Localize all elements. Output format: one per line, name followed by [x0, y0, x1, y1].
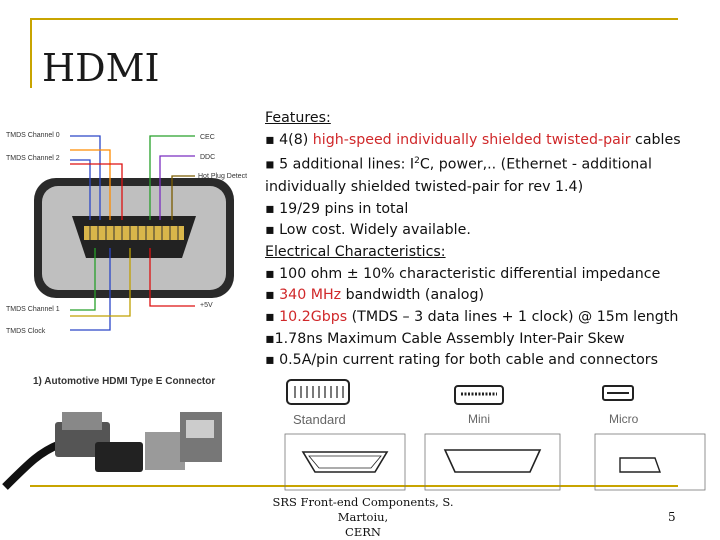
- footer-line-2: CERN: [345, 525, 381, 539]
- hdmi-pinout-diagram: TMDS Channel 0 TMDS Channel 2 TMDS Chann…: [0, 120, 255, 368]
- features-text-block: Features: ▪ 4(8) high-speed individually…: [265, 108, 705, 372]
- automotive-connector-photo: [0, 392, 240, 502]
- connector-size-comparison: Standard Mini Micro: [275, 372, 715, 492]
- label-tmds-channel-2: TMDS Channel 2: [6, 155, 60, 162]
- feature-item: ▪ 5 additional lines: I2C, power,.. (Eth…: [265, 156, 652, 195]
- electrical-item: ▪ 100 ohm ± 10% characteristic different…: [265, 265, 661, 282]
- label-mini: Mini: [468, 412, 491, 426]
- frame-left-line: [30, 18, 32, 88]
- hdmi-connector-illustration: [34, 135, 234, 331]
- electrical-item: ▪ 340 MHz bandwidth (analog): [265, 287, 484, 304]
- label-micro: Micro: [609, 412, 639, 426]
- automotive-connector-caption: 1) Automotive HDMI Type E Connector: [33, 376, 216, 387]
- feature-item: ▪ 4(8) high-speed individually shielded …: [265, 131, 681, 148]
- connector-drawings: [284, 379, 706, 491]
- feature-item: ▪ 19/29 pins in total: [265, 200, 409, 217]
- footer-line-1: SRS Front-end Components, S. Martoiu,: [272, 495, 454, 524]
- slide-footer: SRS Front-end Components, S. Martoiu, CE…: [258, 495, 468, 540]
- label-tmds-channel-1: TMDS Channel 1: [6, 306, 60, 313]
- label-standard: Standard: [293, 412, 346, 427]
- label-hot-plug-detect: Hot Plug Detect: [198, 173, 248, 180]
- electrical-item: ▪1.78ns Maximum Cable Assembly Inter-Pai…: [265, 330, 625, 347]
- slide-title: HDMI: [42, 46, 160, 90]
- frame-bottom-line: [30, 485, 678, 487]
- label-tmds-channel-0: TMDS Channel 0: [6, 132, 60, 139]
- label-5v: +5V: [200, 302, 213, 309]
- frame-top-line: [30, 18, 678, 20]
- label-tmds-clock: TMDS Clock: [6, 328, 46, 335]
- features-heading: Features:: [265, 110, 331, 126]
- label-cec: CEC: [200, 134, 215, 141]
- feature-item: ▪ Low cost. Widely available.: [265, 222, 471, 239]
- electrical-item: ▪ 0.5A/pin current rating for both cable…: [265, 352, 658, 369]
- electrical-heading: Electrical Characteristics:: [265, 243, 446, 260]
- electrical-item: ▪ 10.2Gbps (TMDS – 3 data lines + 1 cloc…: [265, 309, 679, 326]
- label-ddc: DDC: [200, 154, 216, 161]
- page-number: 5: [668, 510, 676, 524]
